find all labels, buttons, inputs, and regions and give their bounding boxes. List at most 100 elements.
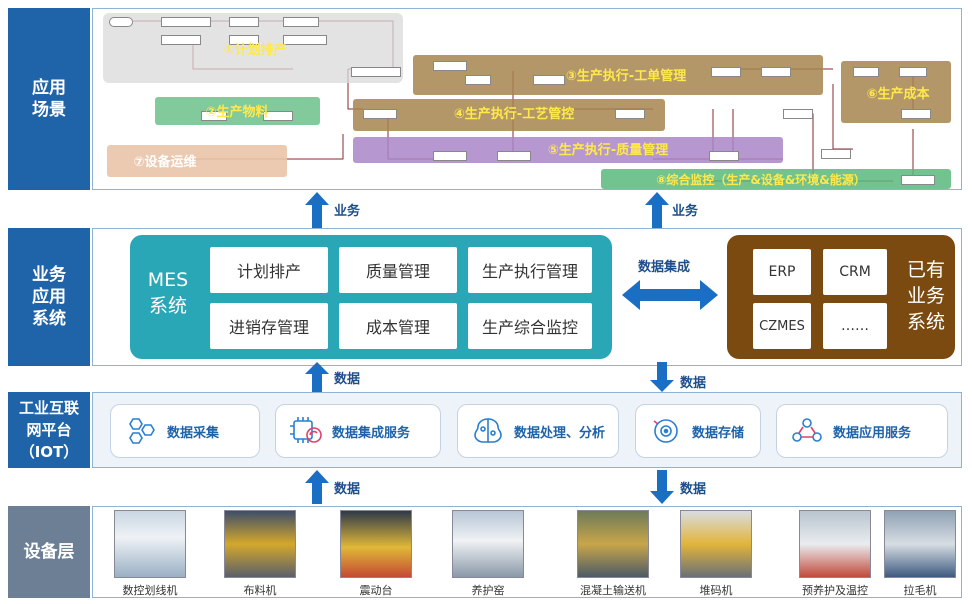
system-erp[interactable]: ERP <box>753 249 811 295</box>
flow-node <box>533 75 565 85</box>
double-arrow-data-integration <box>622 280 718 310</box>
mes-module-execution[interactable]: 生产执行管理 <box>468 247 592 293</box>
flow-node <box>761 67 791 77</box>
device-caption: 数控划线机 <box>122 584 178 597</box>
flow-node <box>783 109 813 119</box>
flow-node <box>363 109 397 119</box>
mes-system-block: MES 系统 计划排产 质量管理 生产执行管理 进销存管理 成本管理 生产综合监… <box>130 235 612 359</box>
scene-label-maintenance: ⑦设备运维 <box>133 154 197 170</box>
device-photo <box>224 510 296 578</box>
flow-node <box>465 75 491 85</box>
flow-node <box>615 109 645 119</box>
scene-label-cost: ⑥生产成本 <box>866 86 930 102</box>
flow-label-business-right: 业务 <box>672 204 699 219</box>
system-czmes[interactable]: CZMES <box>753 303 811 349</box>
device-caption: 震动台 <box>359 584 393 597</box>
flow-node <box>433 151 467 161</box>
flow-node <box>263 111 293 121</box>
arrow-up-data-device <box>305 470 329 504</box>
device-photo <box>680 510 752 578</box>
existing-systems-title: 已有业务系统 <box>906 259 945 333</box>
brain-gear-icon <box>474 418 502 443</box>
system-crm[interactable]: CRM <box>823 249 887 295</box>
device-photo <box>340 510 412 578</box>
device-photo <box>577 510 649 578</box>
mes-module-planning[interactable]: 计划排产 <box>210 247 328 293</box>
iot-service-label: 数据集成服务 <box>332 425 411 441</box>
flow-label-data-mes-up: 数据 <box>334 372 361 387</box>
iot-service-label: 数据存储 <box>692 425 745 441</box>
layer-label-application: 应用场景 <box>8 8 90 190</box>
layer-label-business: 业务应用系统 <box>8 228 90 366</box>
flow-label-data-device-up: 数据 <box>334 482 361 497</box>
device-caption: 预养护及温控 <box>802 584 868 597</box>
iot-service-label: 数据处理、分析 <box>514 425 606 441</box>
flow-node <box>901 175 935 185</box>
device-distributor[interactable]: 布料机 <box>220 510 300 598</box>
device-cnc-marking[interactable]: 数控划线机 <box>110 510 190 598</box>
mes-module-inventory[interactable]: 进销存管理 <box>210 303 328 349</box>
mes-module-cost[interactable]: 成本管理 <box>339 303 457 349</box>
chip-sync-icon <box>290 417 322 443</box>
flow-node <box>709 151 739 161</box>
scene-region-monitoring <box>601 169 951 189</box>
iot-service-data-storage[interactable]: 数据存储 <box>635 404 761 458</box>
device-photo <box>452 510 524 578</box>
device-caption: 养护窑 <box>471 584 505 597</box>
scene-label-work-order: ③生产执行-工单管理 <box>565 68 687 84</box>
existing-systems-block: ERP CRM CZMES …… 已有业务系统 <box>727 235 955 359</box>
arrow-down-data-device <box>650 470 674 504</box>
device-curing-kiln[interactable]: 养护窑 <box>448 510 528 598</box>
flow-node <box>283 17 319 27</box>
flow-label-data-integration: 数据集成 <box>638 260 691 275</box>
device-precuring-temp-control[interactable]: 预养护及温控 <box>790 510 880 598</box>
scene-label-monitoring: ⑧综合监控（生产&设备&环境&能源） <box>656 172 866 187</box>
layer-label-device: 设备层 <box>8 506 90 598</box>
flow-node <box>901 109 931 119</box>
device-vibration-table[interactable]: 震动台 <box>336 510 416 598</box>
flow-node <box>109 17 133 27</box>
storage-disk-icon <box>653 419 678 443</box>
arrow-up-business-right <box>645 192 669 228</box>
device-caption: 堆码机 <box>699 584 733 597</box>
device-caption: 布料机 <box>243 584 277 597</box>
mes-module-quality[interactable]: 质量管理 <box>339 247 457 293</box>
device-stacker[interactable]: 堆码机 <box>676 510 756 598</box>
device-caption: 拉毛机 <box>903 584 937 597</box>
application-scene-panel: ①计划排产 ②生产物料 ③生产执行-工单管理 ④生产执行-工艺管控 ⑤生产执行-… <box>92 8 962 190</box>
flow-label-business-left: 业务 <box>334 204 361 219</box>
flow-node <box>229 17 259 27</box>
mes-module-monitoring[interactable]: 生产综合监控 <box>468 303 592 349</box>
iot-service-data-processing[interactable]: 数据处理、分析 <box>457 404 619 458</box>
layer-label-iot: 工业互联网平台（IOT） <box>8 392 90 468</box>
device-photo <box>114 510 186 578</box>
scene-region-process <box>353 99 665 131</box>
device-photo <box>799 510 871 578</box>
arrow-up-business-left <box>305 192 329 228</box>
flow-label-data-iot-down: 数据 <box>680 376 707 391</box>
flow-node <box>899 67 927 77</box>
flow-node <box>821 149 851 159</box>
device-brushing-machine[interactable]: 拉毛机 <box>880 510 960 598</box>
flow-label-data-device-down: 数据 <box>680 482 707 497</box>
iot-service-data-collection[interactable]: 数据采集 <box>110 404 260 458</box>
device-photo <box>884 510 956 578</box>
flow-node <box>201 111 227 121</box>
arrow-up-data-mes <box>305 362 329 392</box>
scene-region-maintenance <box>107 145 287 177</box>
arrow-down-data-iot <box>650 362 674 392</box>
flow-node <box>161 17 211 27</box>
system-more[interactable]: …… <box>823 303 887 349</box>
hexagon-network-icon <box>129 418 155 444</box>
flow-node <box>161 35 201 45</box>
flow-node <box>283 35 327 45</box>
iot-service-label: 数据采集 <box>167 425 220 441</box>
scene-label-process: ④生产执行-工艺管控 <box>453 106 575 122</box>
iot-service-label: 数据应用服务 <box>833 425 912 441</box>
scene-label-quality: ⑤生产执行-质量管理 <box>547 142 669 158</box>
flow-node <box>433 61 467 71</box>
device-caption: 混凝土输送机 <box>580 584 646 597</box>
iot-service-data-integration[interactable]: 数据集成服务 <box>275 404 441 458</box>
device-concrete-conveyor[interactable]: 混凝土输送机 <box>568 510 658 598</box>
iot-service-data-application[interactable]: 数据应用服务 <box>776 404 948 458</box>
